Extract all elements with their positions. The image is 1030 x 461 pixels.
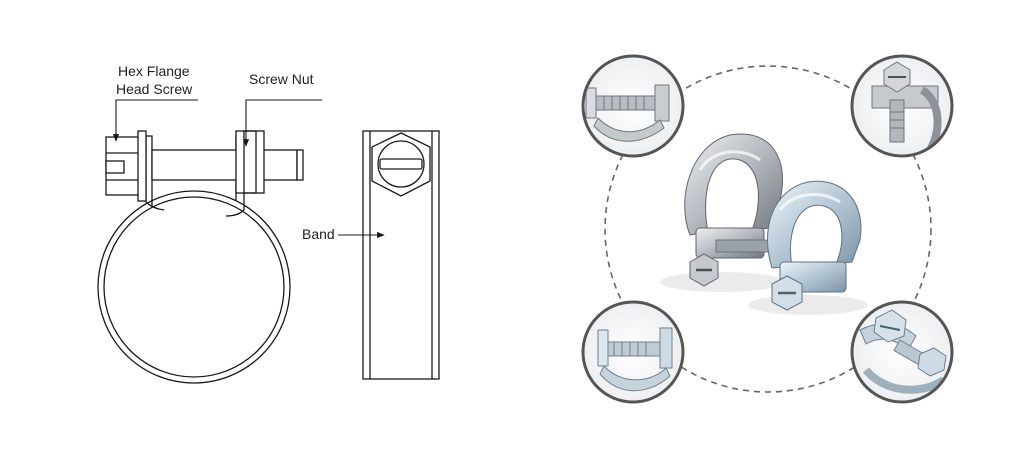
band-ring-outer xyxy=(97,190,291,384)
detail-inset-top-right xyxy=(850,54,954,158)
screw-nut-block xyxy=(235,130,265,194)
label-band: Band xyxy=(302,226,335,242)
screw-tip xyxy=(296,149,304,181)
detail-inset-bottom-left xyxy=(581,300,685,404)
clamp-side-view-drawing xyxy=(97,130,304,384)
dashed-connector-circle xyxy=(604,65,932,393)
band-right-curve xyxy=(225,209,245,217)
band-left-curve xyxy=(145,201,165,211)
clamp-front-view-drawing xyxy=(362,130,440,380)
arrow-icon xyxy=(242,99,322,147)
screw-slot-side xyxy=(105,160,125,174)
band-left-tab xyxy=(145,135,153,208)
screw-shaft xyxy=(151,149,298,181)
label-hex-flange-line1: Hex Flange xyxy=(118,63,190,79)
detail-inset-top-left xyxy=(581,54,685,158)
zinc-plated-clamp xyxy=(748,180,868,315)
band-ring-inner xyxy=(103,196,285,378)
callouts: Hex Flange Head Screw Screw Nut Band xyxy=(112,63,385,242)
screw-nut-inner xyxy=(243,130,257,194)
label-screw-nut: Screw Nut xyxy=(249,71,314,87)
arrow-icon xyxy=(112,99,198,142)
band-front-outer xyxy=(362,130,440,380)
label-hex-flange-line2: Head Screw xyxy=(116,81,193,97)
detail-inset-bottom-right xyxy=(850,300,954,404)
slotted-screw-head-icon xyxy=(377,140,425,188)
stainless-steel-clamp xyxy=(660,133,784,292)
flange-washer xyxy=(137,130,147,202)
product-photo-group xyxy=(581,54,954,404)
